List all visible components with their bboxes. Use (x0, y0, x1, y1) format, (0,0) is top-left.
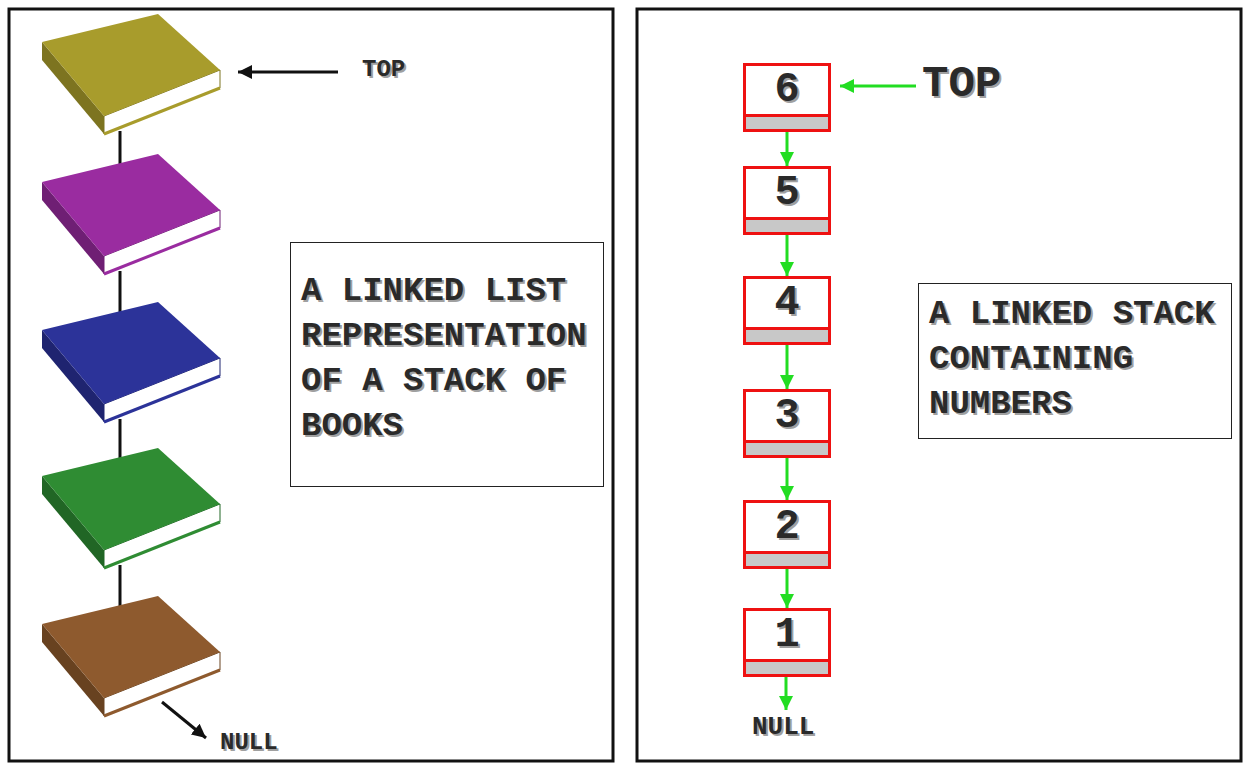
next-link-arrow (786, 235, 789, 276)
stack-node: 5 (743, 166, 831, 235)
book (42, 448, 220, 568)
panel-frame (9, 9, 613, 761)
book-cover (42, 14, 220, 116)
caption-text: A LINKED STACK CONTAINING NUMBERS (929, 292, 1221, 427)
next-pointer-field (746, 551, 828, 566)
top-label: TOP (922, 59, 1001, 110)
next-pointer-field (746, 114, 828, 129)
book (42, 14, 220, 134)
next-pointer-field (746, 440, 828, 455)
leader-arrows (162, 72, 916, 738)
book-cover (42, 596, 220, 698)
top-pointer (840, 85, 916, 88)
book (42, 154, 220, 274)
book-cover (42, 302, 220, 404)
node-value: 5 (746, 169, 828, 217)
null-pointer (162, 702, 206, 738)
book-cover (42, 448, 220, 550)
node-value: 2 (746, 503, 828, 551)
caption-box: A LINKED STACK CONTAINING NUMBERS (918, 283, 1232, 439)
next-pointer-field (746, 217, 828, 232)
node-value: 3 (746, 392, 828, 440)
top-pointer (238, 71, 338, 74)
stack-node: 3 (743, 389, 831, 458)
book (42, 596, 220, 716)
next-pointer-field (746, 327, 828, 342)
next-pointer-field (746, 659, 828, 674)
next-link-arrow (786, 345, 789, 389)
caption-text: A LINKED LIST REPRESENTATION OF A STACK … (301, 269, 593, 449)
next-link-arrow (786, 132, 789, 166)
top-label: TOP (362, 56, 405, 84)
node-value: 4 (746, 279, 828, 327)
null-pointer (785, 677, 788, 710)
node-value: 6 (746, 66, 828, 114)
next-link-arrow (786, 458, 789, 500)
stack-node: 1 (743, 608, 831, 677)
caption-box: A LINKED LIST REPRESENTATION OF A STACK … (290, 242, 604, 487)
null-label: NULL (220, 729, 278, 757)
stack-node: 6 (743, 63, 831, 132)
panel-frame (637, 9, 1241, 761)
stack-node: 4 (743, 276, 831, 345)
book-stack (42, 14, 220, 716)
next-link-arrow (786, 569, 789, 608)
null-label: NULL (752, 712, 814, 742)
book-cover (42, 154, 220, 256)
book (42, 302, 220, 422)
stack-node: 2 (743, 500, 831, 569)
node-value: 1 (746, 611, 828, 659)
